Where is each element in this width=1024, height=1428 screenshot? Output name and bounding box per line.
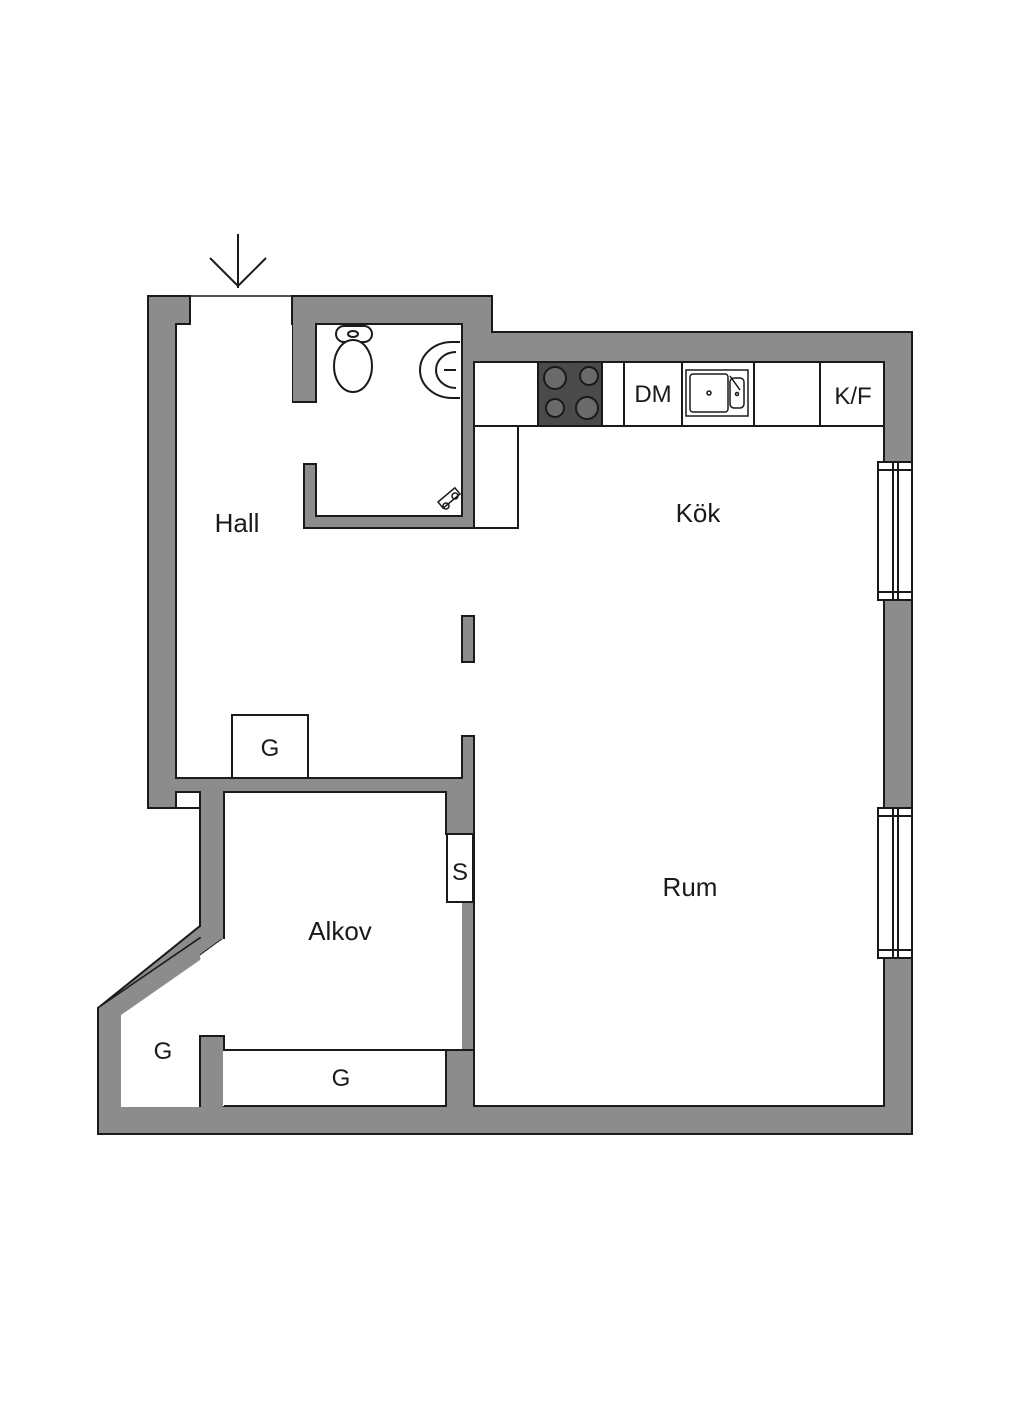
stove-icon <box>543 366 599 420</box>
window-room <box>877 807 913 959</box>
shower-icon <box>436 486 462 510</box>
kitchen-counter <box>473 361 885 529</box>
washbasin-icon <box>419 341 460 399</box>
dishwasher-label: DM <box>634 381 671 408</box>
corner-closet-label: G <box>154 1038 173 1065</box>
room-label-alkov: Alkov <box>308 916 372 946</box>
storage-cabinet <box>446 833 474 903</box>
room-label-kok: Kök <box>676 498 722 528</box>
toilet-icon <box>333 325 373 393</box>
wall-fill-redraw <box>99 297 911 1133</box>
storage-label: S <box>452 859 468 886</box>
entrance-arrow-icon <box>209 234 267 288</box>
window-kitchen <box>877 461 913 601</box>
hall-closet <box>231 714 309 779</box>
fridge-freezer-label: K/F <box>834 383 871 410</box>
sink-icon <box>685 369 749 417</box>
room-label-hall: Hall <box>215 508 260 538</box>
alkov-closet-label: G <box>332 1065 351 1092</box>
hall-closet-label: G <box>261 735 280 762</box>
room-label-rum: Rum <box>663 872 718 902</box>
wall-outlines <box>97 295 913 1135</box>
